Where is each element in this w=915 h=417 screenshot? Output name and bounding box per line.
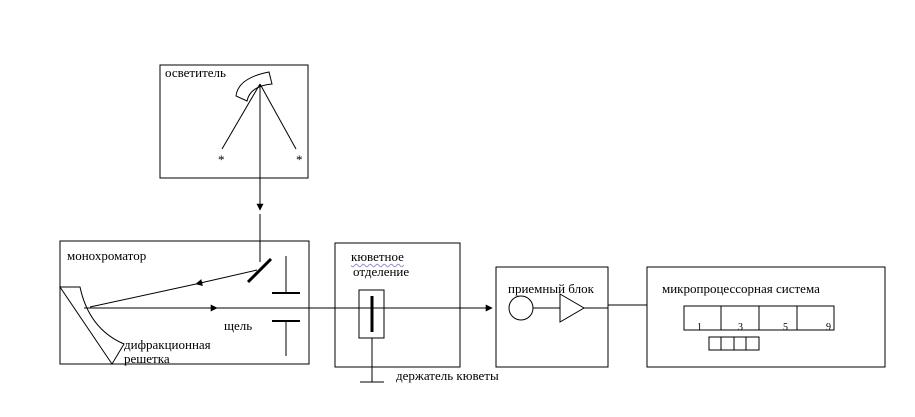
receiver-box: [495, 266, 609, 368]
monochromator-box: [59, 240, 310, 365]
amplifier: [559, 293, 585, 323]
photodetector: [508, 295, 534, 321]
star-left: *: [218, 152, 225, 167]
grating-label-1: дифракционная: [124, 337, 211, 352]
cuvette-holder-label: держатель кюветы: [396, 368, 499, 383]
lamp-reflector: [235, 71, 273, 102]
illuminator-label: осветитель: [165, 65, 226, 80]
display-digit-1: 1: [697, 322, 702, 333]
diffraction-grating: [59, 286, 125, 365]
cuvette-compartment-label-2: отделение: [353, 264, 410, 279]
receiver-label: приемный блок: [508, 281, 594, 296]
cuvette-compartment-label-1: кюветное: [351, 249, 404, 264]
star-right: *: [296, 152, 303, 167]
display-digit-3: 3: [738, 322, 743, 333]
display-digit-9: 9: [826, 322, 831, 333]
microprocessor-box: [646, 266, 886, 368]
illuminator-box: [159, 64, 309, 179]
lamp-ray-right: [259, 83, 297, 150]
mirror: [246, 257, 273, 284]
display-digit-5: 5: [783, 322, 788, 333]
beam-to-grating: [195, 269, 258, 287]
grating-label-2: решетка: [124, 351, 170, 366]
cuvette-compartment-box: [334, 242, 461, 368]
lamp-ray-left: [221, 83, 261, 150]
microprocessor-label: микропроцессорная система: [662, 281, 820, 296]
monochromator-label: монохроматор: [67, 248, 147, 263]
slit-label: щель: [224, 318, 253, 333]
beam-to-grating-continued: [89, 283, 197, 308]
